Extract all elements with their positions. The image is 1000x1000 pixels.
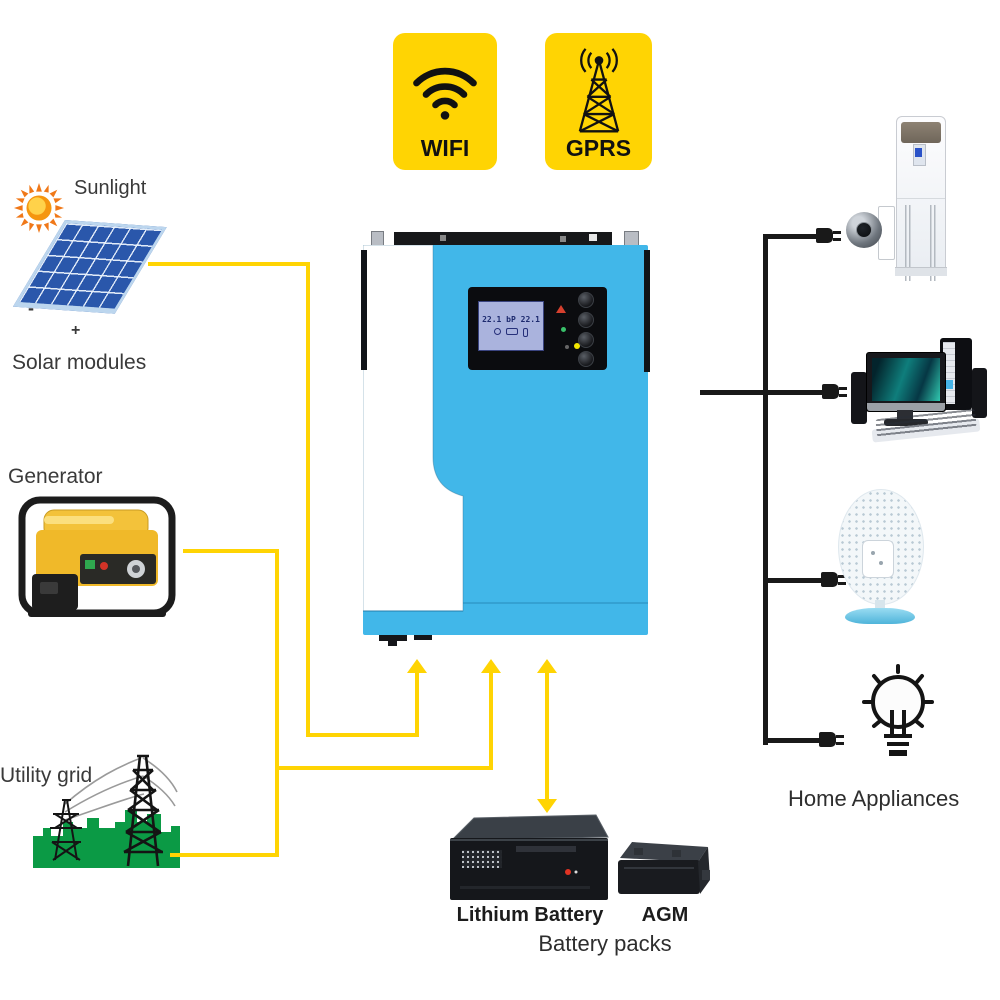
- inverter-foot: [379, 635, 407, 641]
- fan-base: [845, 608, 915, 624]
- tower-screen: [945, 380, 953, 389]
- utility-grid-label: Utility grid: [0, 764, 93, 787]
- agm-label: AGM: [641, 904, 689, 926]
- up-button: [578, 312, 594, 328]
- bracket-notch: [440, 235, 446, 241]
- sunlight-label: Sunlight: [74, 177, 147, 199]
- camera-lens: [856, 222, 872, 238]
- monitor-stand: [897, 410, 913, 420]
- power-plug-icon: [816, 228, 841, 243]
- ac-input-arrow: [481, 659, 501, 673]
- light-bulb-icon: [862, 664, 934, 756]
- solar-minus-label: -: [28, 298, 34, 318]
- lithium-battery-image: [450, 814, 609, 900]
- inverter-foot: [414, 635, 432, 640]
- fan-hub: [862, 540, 894, 578]
- power-led: [574, 343, 580, 349]
- ac-seam: [897, 198, 945, 199]
- utility-wire: [170, 853, 279, 857]
- pv-input-wire: [415, 671, 419, 737]
- fan-hub-dot: [879, 561, 883, 565]
- wifi-badge: WIFI: [393, 33, 497, 170]
- fan-hub-dot: [871, 551, 875, 555]
- speaker: [972, 368, 987, 418]
- ac-display: [913, 144, 926, 166]
- fan-neck: [875, 600, 885, 612]
- power-plug-icon: [819, 732, 844, 747]
- power-plug-icon: [821, 572, 846, 587]
- bulb-branch-wire: [766, 738, 821, 743]
- generator-wire: [183, 549, 279, 553]
- lcd-thermometer-icon: [523, 328, 528, 337]
- agm-battery-image: [618, 842, 710, 894]
- lcd-battery-icon: [506, 328, 518, 335]
- battery-arrow-up: [537, 659, 557, 673]
- down-button: [578, 332, 594, 348]
- home-appliances-label: Home Appliances: [788, 786, 960, 811]
- ac-grille: [905, 205, 911, 281]
- lcd-reading: 22.1 bP 22.1: [482, 315, 540, 324]
- fault-led: [556, 305, 566, 313]
- gprs-badge: GPRS: [545, 33, 652, 170]
- bracket-hook: [589, 234, 597, 241]
- bracket-notch: [560, 236, 566, 242]
- solar-panel-image: [12, 220, 167, 314]
- appliance-power-trunk: [763, 234, 768, 745]
- inverter-lcd: 22.1 bP 22.1: [478, 301, 544, 351]
- ac-grille: [930, 205, 936, 281]
- lcd-dot-icon: [494, 328, 501, 335]
- battery-arrow-down: [537, 799, 557, 813]
- solar-modules-label: Solar modules: [12, 351, 147, 374]
- enter-button: [578, 292, 594, 308]
- power-plug-icon: [822, 384, 847, 399]
- inverter-display-panel: 22.1 bP 22.1: [468, 287, 607, 370]
- antenna-tower-icon: [578, 48, 619, 133]
- ac-branch-wire: [766, 234, 818, 239]
- ac-top-panel: [901, 122, 941, 143]
- generator-label: Generator: [8, 465, 103, 488]
- air-conditioner: [895, 116, 947, 281]
- lcd-status-icons: [494, 328, 528, 337]
- pv-wire: [148, 262, 310, 266]
- monitor-chin: [867, 403, 945, 411]
- transmission-towers-image: [33, 754, 180, 868]
- computer-branch-wire: [700, 390, 824, 395]
- esc-button: [578, 351, 594, 367]
- speaker: [851, 372, 867, 424]
- inverter-left-rail: [361, 250, 367, 370]
- generator-image: [18, 496, 176, 617]
- monitor-screen: [872, 358, 940, 401]
- pv-wire: [306, 262, 310, 737]
- dim-led: [565, 345, 569, 349]
- battery-packs-label: Battery packs: [538, 931, 672, 956]
- inverter-foot: [388, 640, 397, 646]
- ac-base: [895, 267, 947, 276]
- sun-icon: [13, 182, 65, 234]
- inverter-body: 22.1 bP 22.1: [361, 245, 650, 635]
- status-led: [561, 327, 566, 332]
- wifi-icon: [413, 67, 477, 120]
- ac-input-wire: [275, 766, 493, 770]
- inverter-mounting-bracket: [394, 232, 612, 245]
- lithium-battery-label: Lithium Battery: [456, 904, 604, 926]
- gprs-label: GPRS: [565, 135, 632, 161]
- inverter-right-rail: [644, 250, 650, 372]
- wifi-label: WIFI: [420, 135, 470, 161]
- ac-display-screen: [915, 148, 922, 157]
- ac-source-trunk-wire: [275, 549, 279, 857]
- battery-wire: [545, 671, 549, 800]
- fan-branch-wire: [766, 578, 823, 583]
- inverter-front-panel: [363, 245, 648, 612]
- ac-input-wire: [489, 671, 493, 770]
- monitor: [866, 352, 946, 412]
- cctv-camera: [846, 212, 882, 248]
- solar-plus-label: +: [71, 322, 81, 339]
- pv-wire: [306, 733, 419, 737]
- pv-input-arrow: [407, 659, 427, 673]
